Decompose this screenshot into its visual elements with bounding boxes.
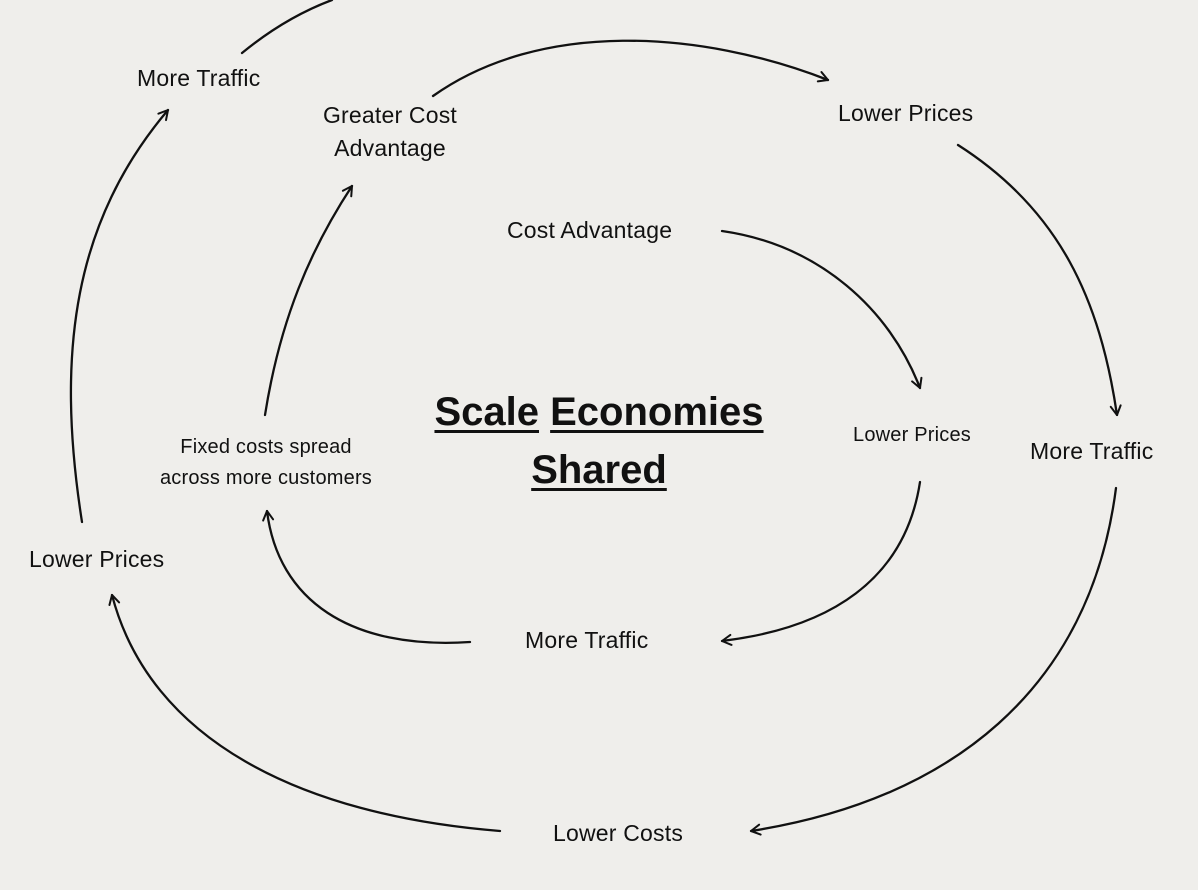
title-word-shared: Shared — [531, 448, 667, 492]
node-greater-cost-line1: Greater Cost — [322, 102, 458, 128]
node-lower-prices-left: Lower Prices — [29, 546, 165, 572]
node-more-traffic-right: More Traffic — [1030, 438, 1154, 464]
node-fixed-costs-line2: across more customers — [159, 467, 373, 489]
node-lower-prices-inner: Lower Prices — [853, 424, 971, 446]
node-more-traffic-bottom: More Traffic — [525, 627, 649, 653]
title-word-economies: Economies — [550, 390, 764, 434]
node-greater-cost-advantage: Greater Cost Advantage — [323, 99, 457, 166]
node-fixed-costs-line1: Fixed costs spread — [180, 436, 352, 458]
arrow-lower-prices-to-more-traffic-topleft — [69, 108, 170, 524]
node-more-traffic-topleft: More Traffic — [137, 65, 261, 91]
node-lower-costs: Lower Costs — [553, 820, 684, 846]
arrow-more-traffic-to-lower-costs — [749, 486, 1118, 836]
arrow-more-traffic-to-fixed-costs — [262, 509, 472, 644]
node-greater-cost-line2: Advantage — [334, 135, 446, 162]
node-fixed-costs: Fixed costs spread across more customers — [160, 432, 372, 494]
arrow-lower-prices-to-more-traffic — [720, 480, 922, 646]
diagram-title: Scale Economies Shared — [434, 383, 763, 499]
node-cost-advantage: Cost Advantage — [507, 217, 673, 243]
arrow-cost-advantage-to-lower-prices — [720, 229, 923, 390]
title-word-scale: Scale — [434, 390, 539, 434]
arrow-greater-cost-to-lower-prices — [431, 39, 830, 98]
arrow-more-traffic-exit — [240, 0, 334, 55]
arrow-lower-prices-to-more-traffic-right — [956, 143, 1122, 417]
arrow-fixed-costs-to-greater-cost — [263, 184, 354, 417]
node-lower-prices-topright: Lower Prices — [838, 100, 974, 126]
arrow-lower-costs-to-lower-prices — [108, 593, 502, 833]
